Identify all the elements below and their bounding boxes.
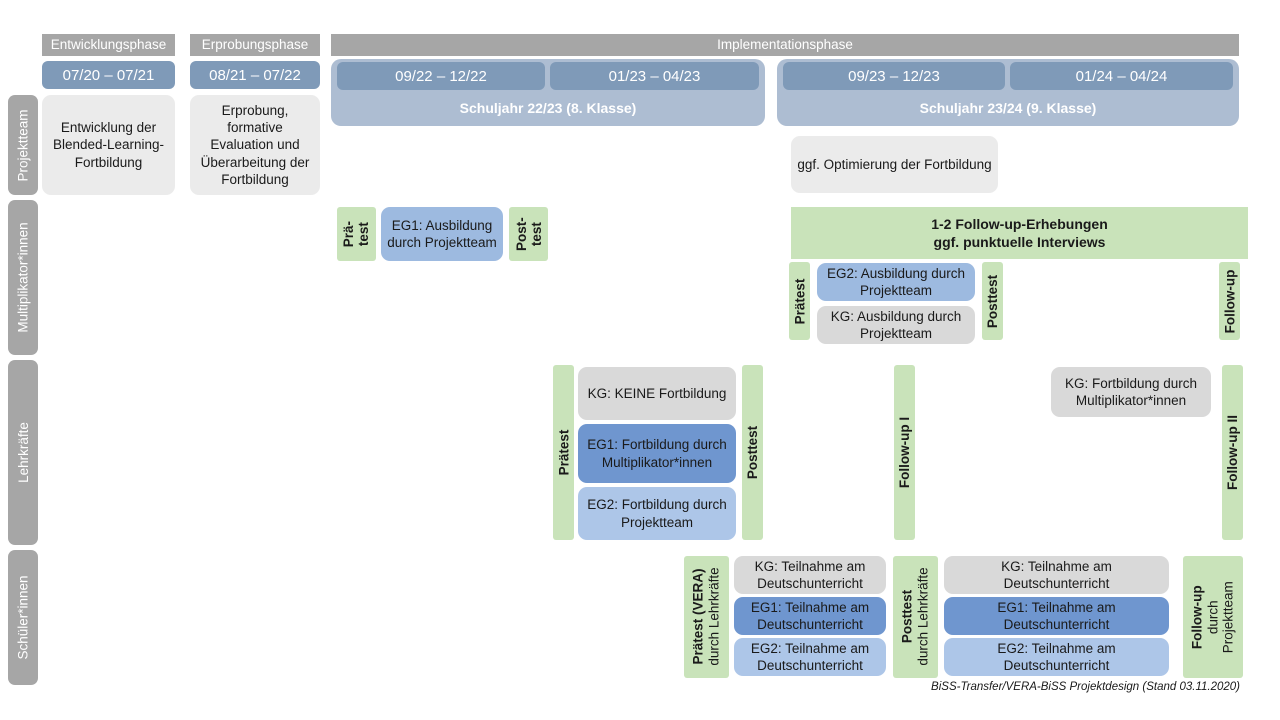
date-chip-label: 07/20 – 07/21 xyxy=(62,66,155,84)
source-footnote: BiSS-Transfer/VERA-BiSS Projektdesign (S… xyxy=(931,681,1240,693)
row-label-lehrkraefte: Lehrkräfte xyxy=(8,360,38,545)
card-kg-ausbildung-projektteam: KG: Ausbildung durch Projektteam xyxy=(817,306,975,344)
date-chip-label: 01/24 – 04/24 xyxy=(1075,67,1168,85)
pretest-multiplikatoren-left: Prä- test xyxy=(337,207,376,261)
pretest-vera-schueler: Prätest (VERA) durch Lehrkräfte xyxy=(684,556,729,678)
posttest-schueler: Posttest durch Lehrkräfte xyxy=(893,556,938,678)
card-kg-teilnahme-deutschunterricht-right: KG: Teilnahme am Deutschunterricht xyxy=(944,556,1169,594)
card-eg2-teilnahme-deutschunterricht-right: EG2: Teilnahme am Deutschunterricht xyxy=(944,638,1169,676)
schuljahr-group-22-23: 09/22 – 12/22 01/23 – 04/23 Schuljahr 22… xyxy=(331,59,765,126)
card-erprobung-evaluation: Erprobung, formative Evaluation und Über… xyxy=(190,95,320,195)
banner-followup-erhebungen: 1-2 Follow-up-Erhebungen ggf. punktuelle… xyxy=(791,207,1248,259)
schuljahr-label-23-24: Schuljahr 23/24 (9. Klasse) xyxy=(919,100,1097,116)
row-label-schueler: Schüler*innen xyxy=(8,550,38,685)
card-eg2-fortbildung-projektteam: EG2: Fortbildung durch Projektteam xyxy=(578,487,736,540)
date-chip-08-21-07-22: 08/21 – 07/22 xyxy=(190,61,320,89)
card-ggf-optimierung: ggf. Optimierung der Fortbildung xyxy=(791,136,998,193)
row-label-multiplikatoren: Multiplikator*innen xyxy=(8,200,38,355)
card-kg-fortbildung-multiplikatoren: KG: Fortbildung durch Multiplikator*inne… xyxy=(1051,367,1211,417)
card-eg1-teilnahme-deutschunterricht-right: EG1: Teilnahme am Deutschunterricht xyxy=(944,597,1169,635)
posttest-multiplikatoren-right: Posttest xyxy=(982,262,1003,340)
posttest-multiplikatoren-left: Post- test xyxy=(509,207,548,261)
card-kg-teilnahme-deutschunterricht-left: KG: Teilnahme am Deutschunterricht xyxy=(734,556,886,594)
date-chip-label: 01/23 – 04/23 xyxy=(608,67,701,85)
pretest-lehrkraefte: Prätest xyxy=(553,365,574,540)
date-chip-07-20-07-21: 07/20 – 07/21 xyxy=(42,61,175,89)
followup-multiplikatoren: Follow-up xyxy=(1219,262,1240,340)
card-eg1-ausbildung-projektteam: EG1: Ausbildung durch Projektteam xyxy=(381,207,503,261)
schuljahr-label-22-23: Schuljahr 22/23 (8. Klasse) xyxy=(459,100,637,116)
card-kg-keine-fortbildung: KG: KEINE Fortbildung xyxy=(578,367,736,420)
date-chip-01-24-04-24: 01/24 – 04/24 xyxy=(1010,62,1233,90)
phase-header-erprobungsphase: Erprobungsphase xyxy=(190,34,320,56)
followup-1-lehrkraefte: Follow-up I xyxy=(894,365,915,540)
card-eg1-teilnahme-deutschunterricht-left: EG1: Teilnahme am Deutschunterricht xyxy=(734,597,886,635)
schuljahr-group-23-24: 09/23 – 12/23 01/24 – 04/24 Schuljahr 23… xyxy=(777,59,1239,126)
card-eg1-fortbildung-multiplikatoren: EG1: Fortbildung durch Multiplikator*inn… xyxy=(578,424,736,483)
posttest-lehrkraefte: Posttest xyxy=(742,365,763,540)
date-chip-09-22-12-22: 09/22 – 12/22 xyxy=(337,62,545,90)
card-eg2-ausbildung-projektteam: EG2: Ausbildung durch Projektteam xyxy=(817,263,975,301)
phase-header-entwicklungsphase: Entwicklungsphase xyxy=(42,34,175,56)
phase-header-label: Implementationsphase xyxy=(717,36,853,52)
date-chip-09-23-12-23: 09/23 – 12/23 xyxy=(783,62,1005,90)
date-chip-label: 08/21 – 07/22 xyxy=(209,66,301,84)
date-chip-label: 09/23 – 12/23 xyxy=(848,67,940,85)
followup-2-lehrkraefte: Follow-up II xyxy=(1222,365,1243,540)
phase-header-label: Erprobungsphase xyxy=(201,36,309,52)
phase-header-implementationsphase: Implementationsphase xyxy=(331,34,1239,56)
card-eg2-teilnahme-deutschunterricht-left: EG2: Teilnahme am Deutschunterricht xyxy=(734,638,886,676)
row-label-projektteam: Projektteam xyxy=(8,95,38,195)
followup-schueler: Follow-up durch Projektteam xyxy=(1183,556,1243,678)
date-chip-01-23-04-23: 01/23 – 04/23 xyxy=(550,62,759,90)
phase-header-label: Entwicklungsphase xyxy=(50,36,167,52)
card-entwicklung-blended-learning: Entwicklung der Blended-Learning-Fortbil… xyxy=(42,95,175,195)
date-chip-label: 09/22 – 12/22 xyxy=(395,67,487,85)
pretest-multiplikatoren-right: Prätest xyxy=(789,262,810,340)
